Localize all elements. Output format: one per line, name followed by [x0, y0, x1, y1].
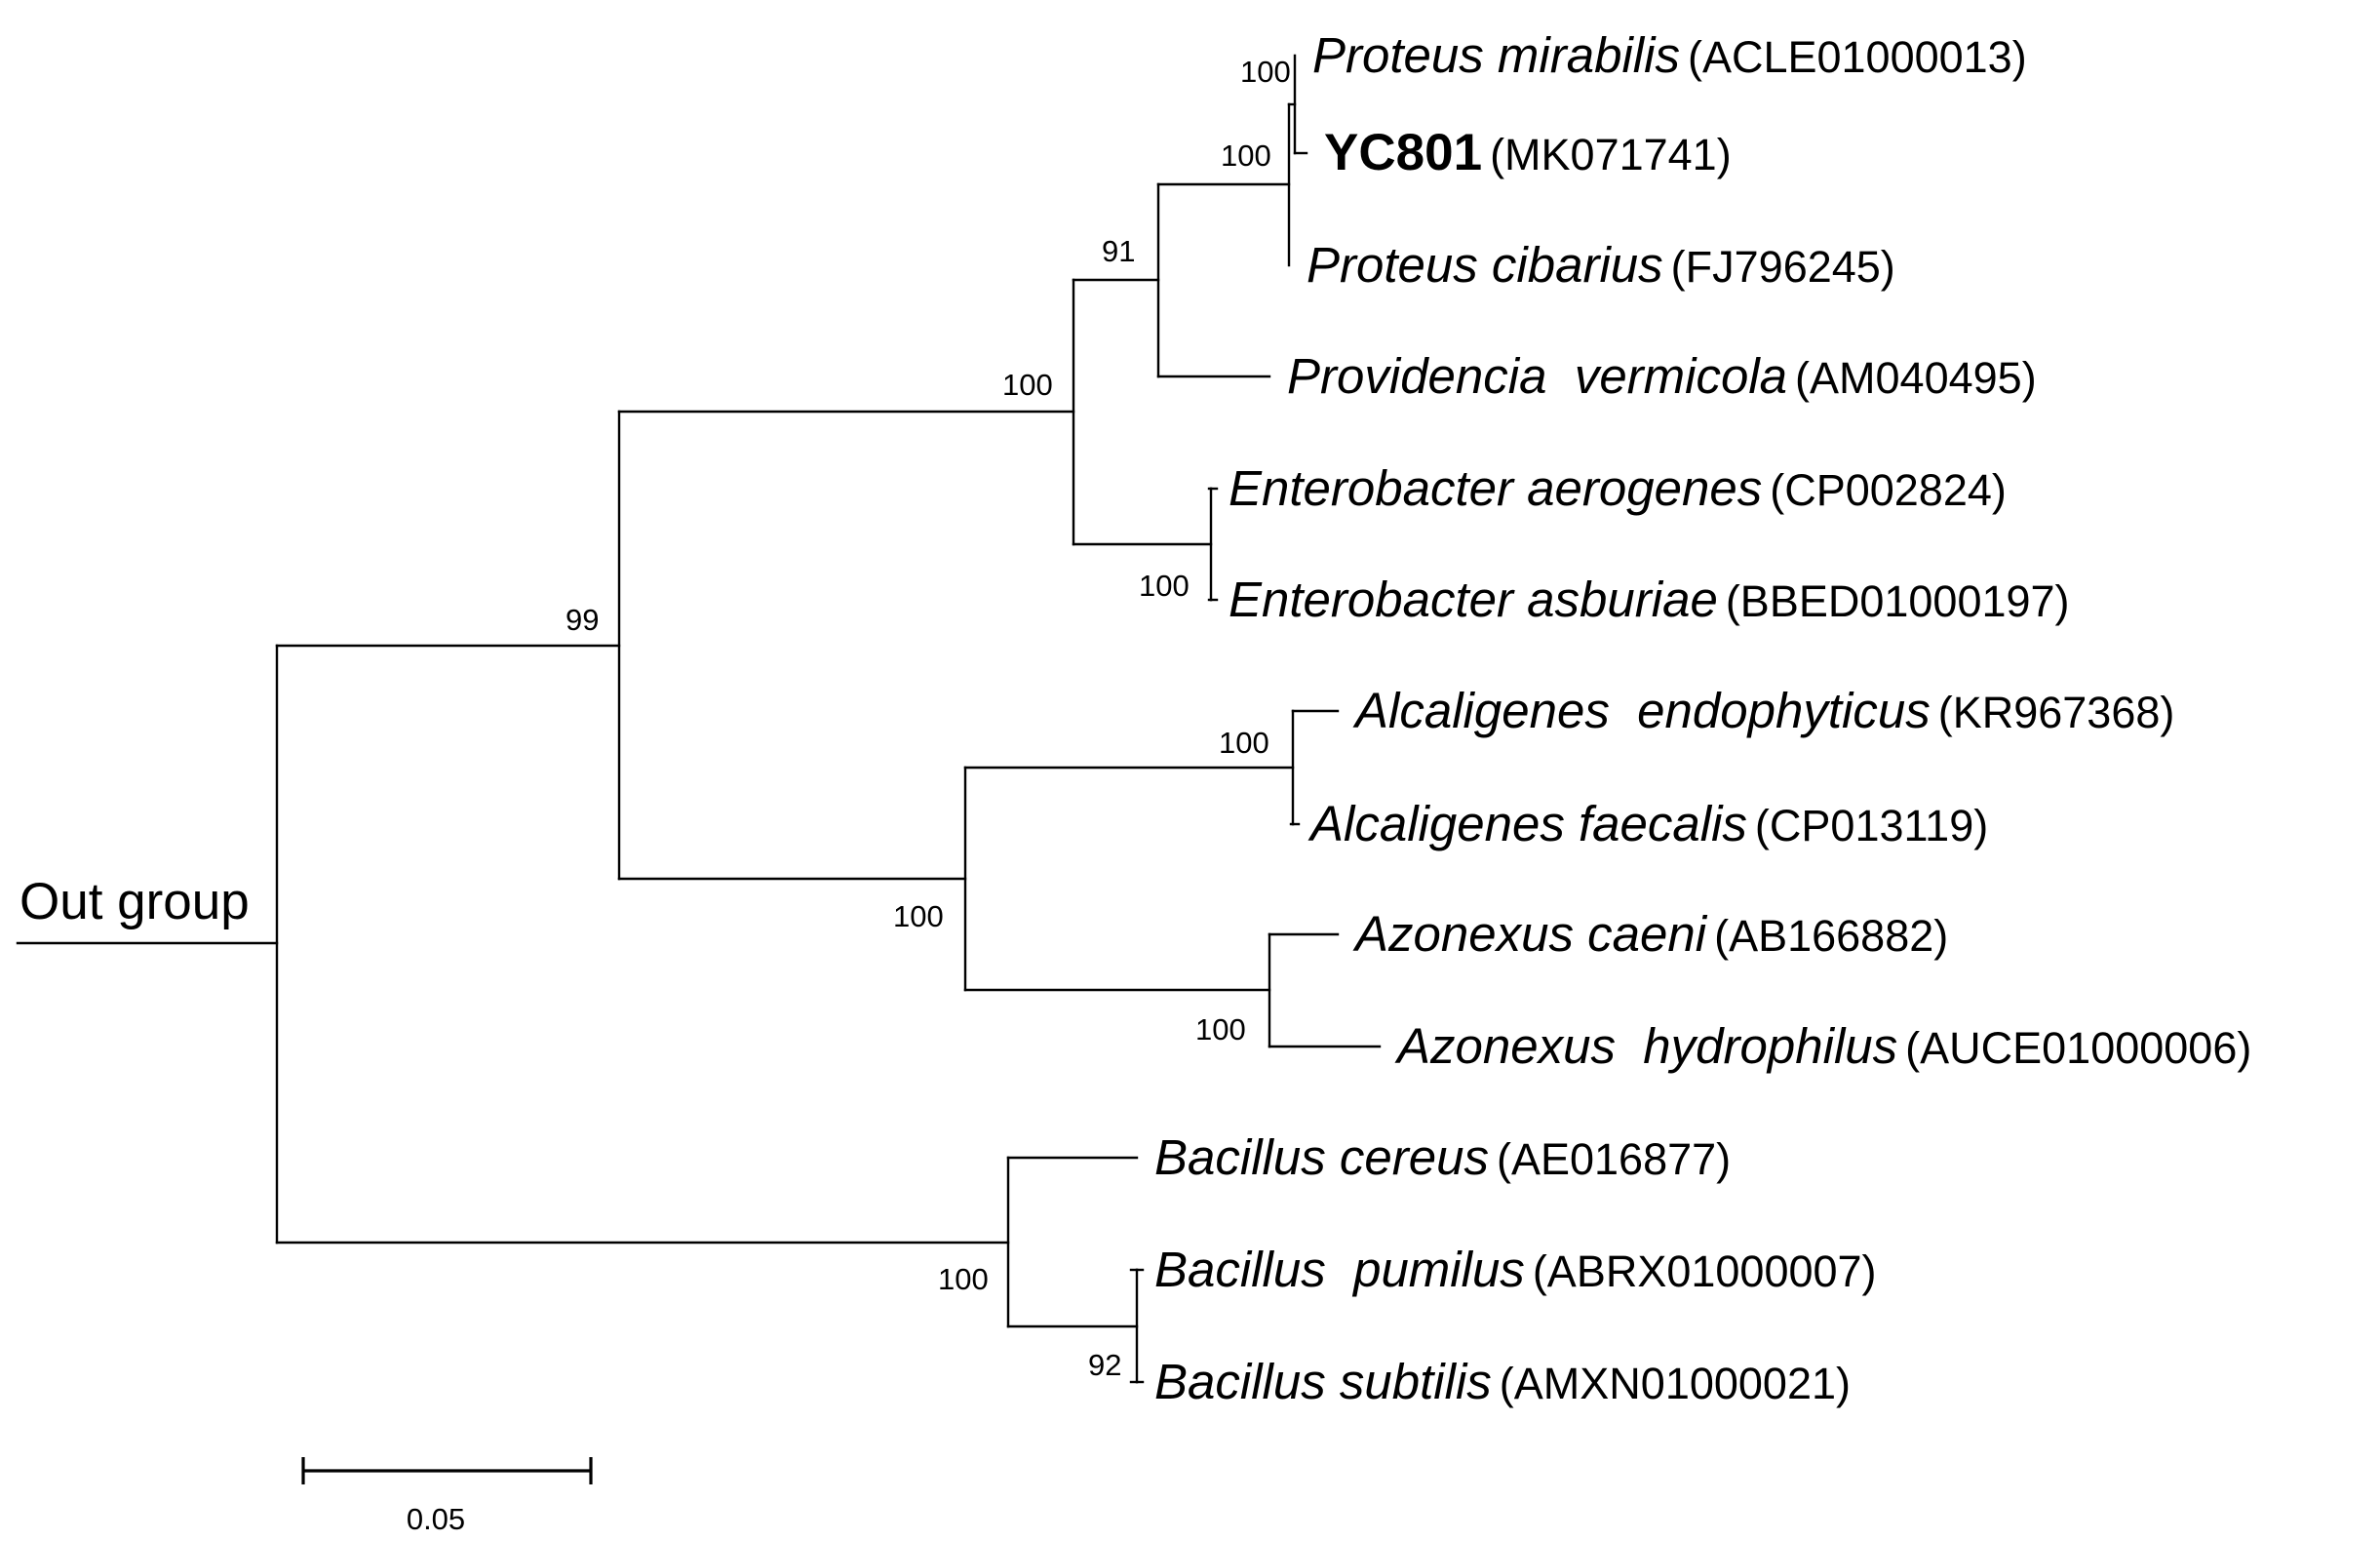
taxon-label: Proteus mirabilis(ACLE01000013)	[1312, 27, 2027, 83]
accession-number: (AM040495)	[1795, 353, 2037, 403]
taxon-label: Enterobacter aerogenes(CP002824)	[1229, 460, 2007, 516]
species-name: Azonexus caeni	[1352, 906, 1708, 962]
taxon-label: Proteus cibarius(FJ796245)	[1307, 237, 1895, 293]
scale-bar	[301, 1457, 593, 1484]
species-name: Enterobacter aerogenes	[1229, 460, 1762, 516]
accession-number: (MK071741)	[1490, 130, 1732, 179]
taxon-label: Azonexus hydrophilus(AUCE01000006)	[1394, 1018, 2251, 1074]
accession-number: (ABRX01000007)	[1533, 1246, 1877, 1296]
accession-number: (AUCE01000006)	[1905, 1023, 2251, 1073]
taxon-label: Bacillus cereus(AE016877)	[1154, 1129, 1731, 1185]
accession-number: (FJ796245)	[1671, 242, 1895, 292]
scale-bar-group: 0.05	[301, 1457, 593, 1536]
bootstrap-value: 99	[566, 603, 599, 637]
taxon-label: Enterobacter asburiae(BBED01000197)	[1229, 572, 2070, 627]
scale-bar-label: 0.05	[407, 1502, 465, 1536]
species-name: Bacillus cereus	[1154, 1129, 1489, 1185]
species-name: Proteus mirabilis	[1312, 27, 1680, 83]
tree-branches	[16, 54, 1382, 1384]
taxon-label: YC801(MK071741)	[1324, 124, 1732, 181]
strain-name: YC801	[1324, 124, 1482, 181]
taxon-label: Azonexus caeni(AB166882)	[1352, 906, 1948, 962]
accession-number: (BBED01000197)	[1726, 576, 2070, 626]
bootstrap-value: 100	[1221, 138, 1271, 173]
species-name: Alcaligenes faecalis	[1307, 796, 1747, 851]
bootstrap-value: 92	[1088, 1348, 1121, 1382]
accession-number: (ACLE01000013)	[1688, 32, 2027, 82]
accession-number: (KR967368)	[1938, 688, 2175, 737]
species-name: Proteus cibarius	[1307, 237, 1663, 293]
accession-number: (CP002824)	[1770, 465, 2007, 515]
bootstrap-value: 100	[938, 1262, 989, 1296]
species-name: Azonexus hydrophilus	[1394, 1018, 1897, 1074]
species-name: Providencia vermicola	[1287, 348, 1787, 404]
taxon-label: Alcaligenes endophyticus(KR967368)	[1352, 683, 2174, 738]
bootstrap-value: 100	[1139, 569, 1190, 603]
tree-labels: Out group Proteus mirabilis(ACLE01000013)…	[20, 27, 2251, 1409]
accession-number: (CP013119)	[1755, 801, 1988, 850]
accession-number: (AE016877)	[1497, 1134, 1731, 1184]
species-name: Bacillus pumilus	[1154, 1242, 1525, 1297]
bootstrap-value: 100	[1240, 55, 1291, 89]
species-name: Bacillus subtilis	[1154, 1354, 1492, 1409]
accession-number: (AMXN01000021)	[1500, 1359, 1851, 1408]
species-name: Enterobacter asburiae	[1229, 572, 1718, 627]
accession-number: (AB166882)	[1714, 911, 1948, 961]
bootstrap-value: 100	[1219, 726, 1269, 760]
species-name: Alcaligenes endophyticus	[1352, 683, 1931, 738]
bootstrap-value: 100	[1002, 368, 1053, 402]
bootstrap-value: 100	[893, 899, 944, 933]
taxon-label: Bacillus subtilis(AMXN01000021)	[1154, 1354, 1851, 1409]
bootstrap-value: 100	[1195, 1012, 1246, 1047]
outgroup-label: Out group	[20, 873, 250, 930]
taxon-label: Providencia vermicola(AM040495)	[1287, 348, 2037, 404]
bootstrap-value: 91	[1102, 234, 1135, 268]
taxon-label: Bacillus pumilus(ABRX01000007)	[1154, 1242, 1877, 1297]
taxon-label: Alcaligenes faecalis(CP013119)	[1307, 796, 1988, 851]
